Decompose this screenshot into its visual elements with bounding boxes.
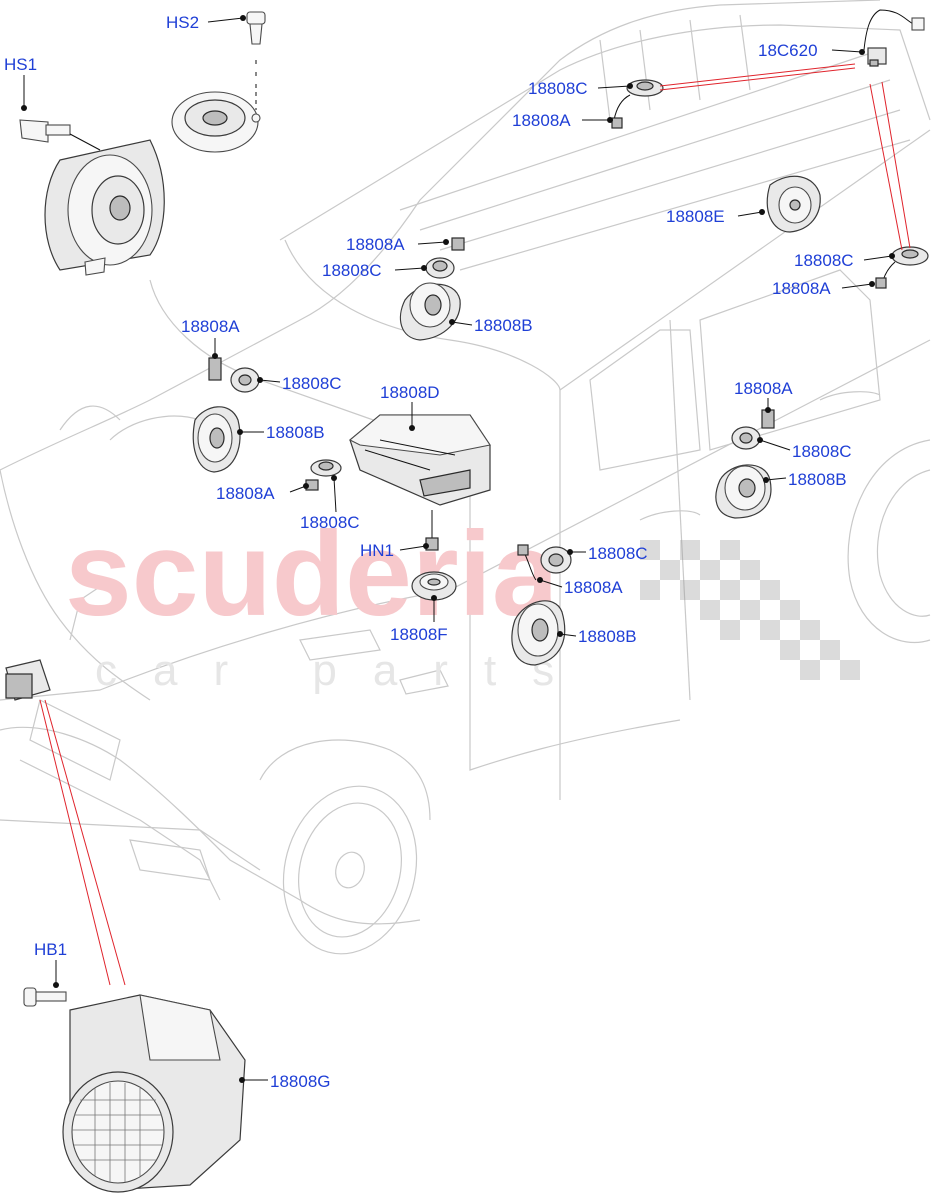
part-18808d-amplifier	[349, 414, 491, 506]
label-18808a-roof: 18808A	[512, 111, 571, 130]
watermark: scuderia car parts	[65, 507, 860, 695]
label-18808d: 18808D	[380, 383, 440, 402]
label-18808g: 18808G	[270, 1072, 331, 1091]
vehicle-outline	[0, 0, 931, 955]
red-reference-lines	[39, 63, 911, 986]
part-rear-quarter-tweeter	[875, 246, 929, 289]
label-18808f: 18808F	[390, 625, 448, 644]
part-front-door-speaker-lower	[511, 544, 572, 666]
label-18808a-pillar: 18808A	[181, 317, 240, 336]
label-hn1: HN1	[360, 541, 394, 560]
part-hb1-bolt	[23, 987, 67, 1007]
label-18808a-front-lower: 18808A	[564, 578, 623, 597]
label-18808b-front-lower: 18808B	[578, 627, 637, 646]
label-18808c-rear-door: 18808C	[792, 442, 852, 461]
callout-labels: HS2 HS1 18C620 18808C 18808A 18808E 1880…	[4, 13, 854, 1091]
part-subwoofer-speaker	[44, 139, 165, 276]
label-hb1: HB1	[34, 940, 67, 959]
label-18808c-rear-quarter: 18808C	[794, 251, 854, 270]
part-18c620-connector	[863, 9, 925, 67]
part-18808g-horn	[62, 994, 246, 1193]
part-front-horn-small	[5, 659, 51, 701]
label-18808b-pillar: 18808B	[266, 423, 325, 442]
part-dash-centre-tweeter	[305, 459, 342, 491]
part-hs1-screw	[19, 119, 71, 143]
label-18808c-roof: 18808C	[528, 79, 588, 98]
part-hs2-bolt	[246, 11, 266, 45]
part-pillar-speaker-left	[192, 338, 260, 473]
label-18808c-front-lower: 18808C	[588, 544, 648, 563]
part-hn1-horn-connector	[425, 510, 439, 551]
label-18808c-pillar: 18808C	[282, 374, 342, 393]
label-18808a-rear-quarter: 18808A	[772, 279, 831, 298]
label-18808b-rear-door: 18808B	[788, 470, 847, 489]
label-hs1: HS1	[4, 55, 37, 74]
label-18808b-front-upper: 18808B	[474, 316, 533, 335]
watermark-sub: car parts	[95, 646, 590, 695]
part-18808e-speaker	[766, 175, 821, 233]
label-18808c-dash: 18808C	[300, 513, 360, 532]
label-hs2: HS2	[166, 13, 199, 32]
part-rear-door-speaker	[715, 409, 775, 519]
label-18808c-front-upper: 18808C	[322, 261, 382, 280]
label-18808e: 18808E	[666, 207, 725, 226]
label-18c620: 18C620	[758, 41, 818, 60]
part-roof-front-tweeter	[611, 79, 664, 129]
label-18808a-dash: 18808A	[216, 484, 275, 503]
part-hs2-speaker	[171, 91, 261, 153]
watermark-brand: scuderia	[65, 507, 560, 641]
label-18808a-front-upper: 18808A	[346, 235, 405, 254]
part-front-door-speaker-upper	[399, 237, 465, 341]
leader-lines	[21, 15, 895, 1083]
label-18808a-rear-door: 18808A	[734, 379, 793, 398]
